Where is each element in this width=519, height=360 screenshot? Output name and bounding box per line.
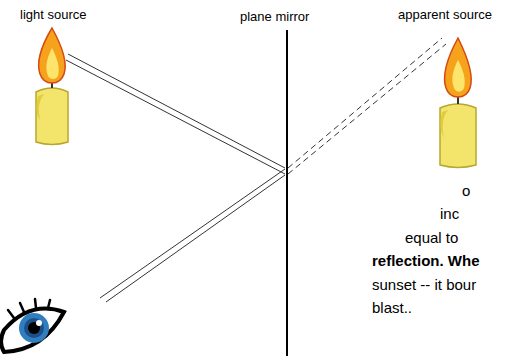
text-fragment: reflection. Whe xyxy=(372,253,480,270)
reflected-ray xyxy=(100,169,285,302)
text-fragment: o xyxy=(462,183,470,200)
eye-icon xyxy=(1,299,64,352)
apparent-source-candle xyxy=(440,38,476,168)
light-source-label: light source xyxy=(20,8,86,22)
plane-mirror-line xyxy=(286,30,288,356)
incident-ray xyxy=(66,54,285,174)
virtual-ray xyxy=(288,38,446,174)
text-fragment: inc xyxy=(440,206,459,223)
apparent-source-label: apparent source xyxy=(398,8,492,22)
mirror-label: plane mirror xyxy=(240,10,309,24)
text-fragment: blast.. xyxy=(372,300,412,317)
text-fragment: sunset -- it bour xyxy=(372,277,476,294)
text-fragment: equal to xyxy=(405,230,458,247)
light-source-candle xyxy=(36,28,68,145)
